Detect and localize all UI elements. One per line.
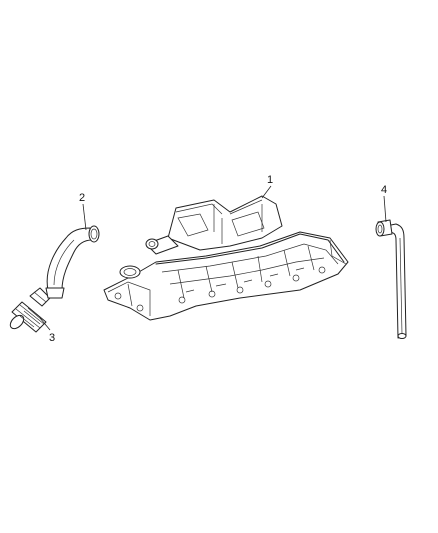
callout-1: 1	[267, 174, 273, 186]
part-1-valve-cover	[103, 195, 349, 321]
part-4-tube	[375, 219, 407, 339]
leader-1	[261, 185, 272, 199]
leader-3	[39, 317, 51, 331]
callout-3: 3	[49, 332, 55, 344]
callout-2: 2	[79, 192, 85, 204]
part-2-breather-hose	[45, 225, 100, 299]
leader-lines	[39, 185, 387, 331]
part-3-pcv-valve	[9, 287, 51, 333]
callout-4: 4	[381, 184, 387, 196]
leader-4	[383, 195, 387, 223]
leader-2	[82, 203, 87, 231]
